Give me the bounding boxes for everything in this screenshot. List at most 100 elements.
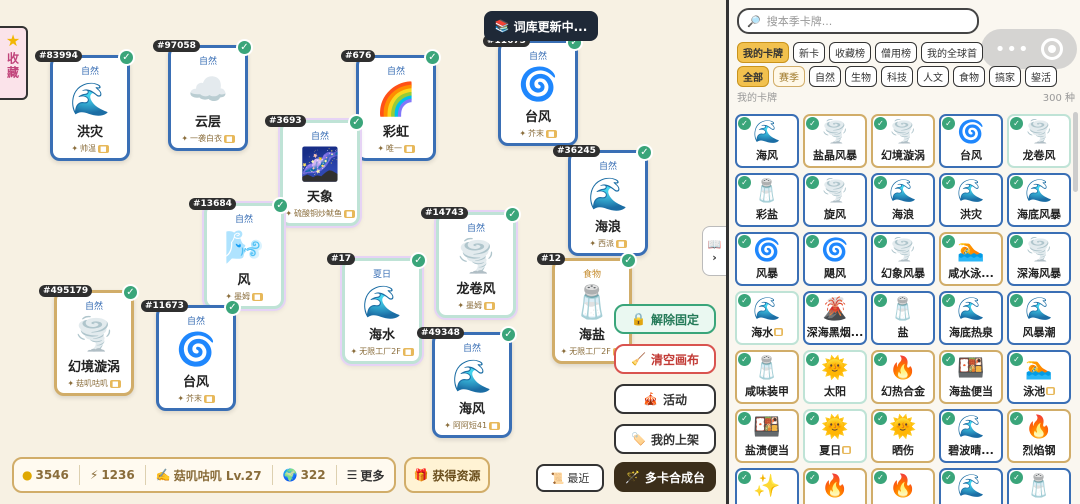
canvas-card[interactable]: #14743✓自然🌪️龙卷风✦墨姆■ [421, 206, 521, 318]
library-card[interactable]: ✓🌊海浪 [871, 173, 935, 227]
card-id-badge: #14743 [421, 207, 468, 219]
library-card[interactable]: ✓🌀台风 [939, 114, 1003, 168]
library-card[interactable]: ✓🌀飓风 [803, 232, 867, 286]
library-card[interactable]: ✓🌊海底风暴 [1007, 173, 1071, 227]
card-name: 深海黑烟... [807, 324, 864, 340]
search-input[interactable]: 搜本季卡牌... [766, 15, 833, 28]
card-category: 夏日 [372, 270, 391, 280]
card-name-text: 海浪 [892, 208, 914, 221]
category-chip[interactable]: 鋆活 [1025, 66, 1057, 87]
tab-item[interactable]: 收藏榜 [829, 42, 871, 63]
category-chip[interactable]: 赛季 [773, 66, 805, 87]
category-chip[interactable]: 科技 [881, 66, 913, 87]
library-card[interactable]: ✓🍱海盐便当 [939, 350, 1003, 404]
library-card[interactable]: ✓🏊咸水泳... [939, 232, 1003, 286]
canvas-card[interactable]: #17✓夏日🌊海水✦无限工厂2F■ [327, 252, 427, 364]
library-card[interactable]: ✓🌊海风 [735, 114, 799, 168]
library-card[interactable]: ✓🌪️旋风 [803, 173, 867, 227]
tab-item[interactable]: 新卡 [793, 42, 825, 63]
globe-stat[interactable]: 🌍 322 [283, 468, 326, 482]
card-icon: 🌊 [362, 283, 402, 321]
category-chip[interactable]: 搞家 [989, 66, 1021, 87]
library-card[interactable]: ✓🧂咸味装甲 [735, 350, 799, 404]
library-card[interactable]: ✓🧂盐 [871, 291, 935, 345]
library-card[interactable]: ✓🌋深海黑烟... [803, 291, 867, 345]
miniprogram-capsule[interactable]: ••• [981, 29, 1077, 69]
unpin-button[interactable]: 🔒 解除固定 [614, 304, 716, 334]
activity-button[interactable]: 🎪 活动 [614, 384, 716, 414]
card-name-text: 旋风 [824, 208, 846, 221]
card-name-text: 深海黑烟... [806, 326, 864, 339]
category-chip[interactable]: 生物 [845, 66, 877, 87]
canvas-card[interactable]: #3693✓自然🌌天象✦硫酸铜炒鱿鱼■ [265, 114, 365, 226]
card-author-name: 阿阿短41 [452, 421, 488, 430]
more-dots-icon[interactable]: ••• [994, 38, 1030, 60]
card-author-name: 芥末 [528, 129, 545, 138]
tab-item[interactable]: 我的全球首 [921, 42, 983, 63]
card-id-badge: #11673 [141, 300, 188, 312]
library-card[interactable]: ✓🔥烈焰钢 [1007, 409, 1071, 463]
tab-item[interactable]: 我的卡牌 [737, 42, 789, 63]
user-level[interactable]: ✍️ 菇叽咕叽 Lv.27 [156, 467, 262, 484]
library-card[interactable]: ✓🌊 [939, 468, 1003, 504]
library-card[interactable]: ✓🌪️盐晶风暴 [803, 114, 867, 168]
tag-icon: 🏷️ [631, 432, 646, 446]
card-name: 洪灾 [76, 125, 103, 140]
my-shelf-button[interactable]: 🏷️ 我的上架 [614, 424, 716, 454]
library-card[interactable]: ✓🏊泳池■ [1007, 350, 1071, 404]
update-toast: 📚 词库更新中... [484, 11, 598, 41]
library-card[interactable]: ✓🌪️深海风暴 [1007, 232, 1071, 286]
category-chip[interactable]: 人文 [917, 66, 949, 87]
canvas-card[interactable]: #13684✓自然🌬️风✦墨姆■ [189, 197, 289, 309]
card-id-badge: #676 [341, 50, 376, 62]
library-card[interactable]: ✓🌞晒伤 [871, 409, 935, 463]
library-card[interactable]: ✓🌪️幻境漩涡 [871, 114, 935, 168]
canvas-card[interactable]: #676✓自然🌈彩虹✦唯一■ [341, 49, 441, 161]
library-card[interactable]: ✓🔥 [871, 468, 935, 504]
canvas-card[interactable]: #49348✓自然🌊海风✦阿阿短41■ [417, 326, 517, 438]
card-name: 彩盐 [756, 206, 778, 222]
library-card[interactable]: ✓🔥幻热合金 [871, 350, 935, 404]
canvas-card[interactable]: #11673✓自然🌀台风✦芥末■ [141, 299, 241, 411]
library-card[interactable]: ✓✨ [735, 468, 799, 504]
library-card[interactable]: ✓🌞太阳 [803, 350, 867, 404]
canvas-card[interactable]: #495179✓自然🌪️幻境漩涡✦菇叽咕叽■ [39, 284, 139, 396]
library-card[interactable]: ✓🌊洪灾 [939, 173, 1003, 227]
clear-canvas-button[interactable]: 🧹 清空画布 [614, 344, 716, 374]
library-card[interactable]: ✓🌪️龙卷风 [1007, 114, 1071, 168]
category-chip[interactable]: 食物 [953, 66, 985, 87]
canvas-card[interactable]: #11673✓自然🌀台风✦芥末■ [483, 34, 583, 146]
library-card[interactable]: ✓🌀风暴 [735, 232, 799, 286]
badge-icon: ■ [224, 134, 235, 143]
library-card[interactable]: ✓🌊海底热泉 [939, 291, 1003, 345]
favorites-tab[interactable]: ★ 收藏 [0, 26, 28, 100]
library-card[interactable]: ✓🧂 [1007, 468, 1071, 504]
canvas-card[interactable]: #36245✓自然🌊海浪✦西派■ [553, 144, 653, 256]
panel-toggle[interactable]: 📖 › [702, 226, 726, 276]
library-card[interactable]: ✓🌊风暴潮 [1007, 291, 1071, 345]
library-card[interactable]: ✓🍱盐渍便当 [735, 409, 799, 463]
get-resources-button[interactable]: 🎁 获得资源 [404, 457, 490, 493]
canvas-card[interactable]: #97058✓自然☁️云层✦一袭白衣■ [153, 39, 253, 151]
library-card[interactable]: ✓🌪️幻象风暴 [871, 232, 935, 286]
library-card[interactable]: ✓🔥 [803, 468, 867, 504]
library-card[interactable]: ✓🌊碧波晴... [939, 409, 1003, 463]
category-chip[interactable]: 全部 [737, 66, 769, 87]
library-card[interactable]: ✓🌊海水■ [735, 291, 799, 345]
crafting-canvas[interactable]: ★ 收藏 📚 词库更新中... #83994✓自然🌊洪灾✦帅温■#97058✓自… [0, 0, 726, 504]
multi-card-combine-button[interactable]: 🪄 多卡合成台 [614, 462, 716, 492]
library-card[interactable]: ✓🧂彩盐 [735, 173, 799, 227]
category-chip[interactable]: 自然 [809, 66, 841, 87]
divider [335, 465, 337, 485]
canvas-card[interactable]: #83994✓自然🌊洪灾✦帅温■ [35, 49, 135, 161]
search-box[interactable]: 🔎 搜本季卡牌... [737, 8, 979, 34]
close-miniprogram-icon[interactable] [1041, 38, 1064, 60]
card-author-name: 墨姆 [466, 301, 483, 310]
more-button[interactable]: ☰ 更多 [347, 467, 385, 484]
library-card[interactable]: ✓🌞夏日■ [803, 409, 867, 463]
badge-icon: ■ [110, 379, 121, 388]
card-icon: 🔥 [889, 356, 917, 381]
scrollbar[interactable] [1073, 112, 1078, 192]
recent-button[interactable]: 📜 最近 [536, 464, 604, 492]
tab-item[interactable]: 僧用榜 [875, 42, 917, 63]
